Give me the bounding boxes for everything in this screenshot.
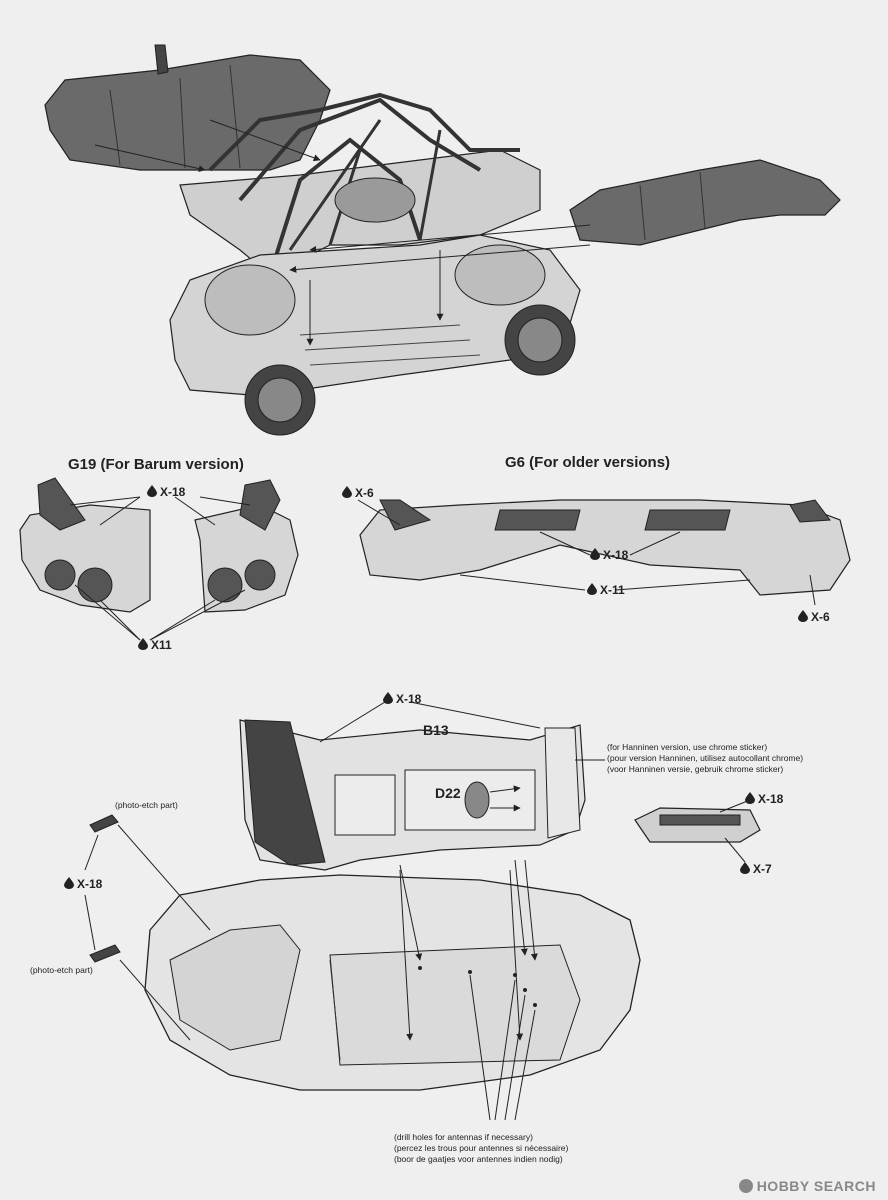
paint-drop-icon (342, 486, 352, 498)
note-line-fr: (percez les trous pour antennes si néces… (394, 1143, 569, 1153)
top-assembly-arrows (94, 119, 591, 346)
part-label-b13: B13 (423, 722, 449, 738)
photo-etch-parts (84, 814, 211, 1041)
g6-paint-code-left: X-6 (342, 486, 374, 500)
g6-tail-light-bar (359, 499, 851, 596)
paint-drop-icon (138, 638, 148, 650)
g19-paint-code-bottom: X11 (138, 638, 172, 652)
part-label-d22: D22 (435, 785, 461, 801)
antenna-note: (drill holes for antennas if necessary) … (394, 1132, 568, 1165)
mirror-paint-code-bottom: X-7 (740, 862, 772, 876)
paint-code: X-18 (396, 692, 422, 706)
watermark: HOBBY SEARCH (738, 1178, 876, 1194)
mirror-part (634, 799, 761, 863)
photo-etch-label-lower: (photo-etch part) (30, 965, 93, 975)
watermark-text: HOBBY SEARCH (756, 1178, 876, 1194)
roof-panel-b13 (239, 719, 586, 871)
paint-code: X-6 (811, 610, 830, 624)
photo-etch-label-upper: (photo-etch part) (115, 800, 178, 810)
hanninen-note: (for Hanninen version, use chrome sticke… (607, 742, 803, 775)
car-body-shell (144, 874, 641, 1091)
note-line-nl: (voor Hanninen versie, gebruik chrome st… (607, 764, 784, 774)
paint-code: X-18 (160, 485, 186, 499)
note-line-fr: (pour version Hanninen, utilisez autocol… (607, 753, 804, 763)
g6-callout-lines (357, 499, 816, 606)
paint-drop-icon (64, 877, 74, 889)
watermark-logo-icon (738, 1179, 753, 1193)
paint-drop-icon (745, 792, 755, 804)
g6-paint-code-lower: X-11 (587, 583, 625, 597)
paint-code: X-7 (753, 862, 772, 876)
photo-etch-paint-code: X-18 (64, 877, 102, 891)
paint-code: X-18 (77, 877, 103, 891)
paint-code: X-6 (355, 486, 374, 500)
g19-section-title: G19 (For Barum version) (68, 456, 244, 473)
g6-section-title: G6 (For older versions) (505, 454, 671, 471)
paint-code: X-11 (600, 583, 625, 597)
g6-paint-code-right: X-6 (798, 610, 830, 624)
paint-drop-icon (147, 485, 157, 497)
body-paint-code-top: X-18 (383, 692, 421, 706)
g19-paint-code-top: X-18 (147, 485, 185, 499)
g6-paint-code-center: X-18 (590, 548, 628, 562)
note-line-en: (for Hanninen version, use chrome sticke… (607, 742, 768, 752)
body-callout-lines (399, 859, 538, 1121)
roll-cage-chassis (179, 92, 541, 276)
mirror-paint-code-top: X-18 (745, 792, 783, 806)
note-line-nl: (boor de gaatjes voor antennes indien no… (394, 1154, 563, 1164)
rear-side-panel-right (569, 159, 841, 246)
paint-code: X-18 (758, 792, 784, 806)
g19-tail-light-right (194, 479, 299, 613)
floor-pan (169, 234, 581, 396)
paint-code: X11 (151, 638, 172, 652)
g19-tail-light-left (19, 477, 151, 613)
paint-drop-icon (587, 583, 597, 595)
paint-code: X-18 (603, 548, 629, 562)
paint-drop-icon (798, 610, 808, 622)
roof-callout-lines (319, 701, 605, 812)
paint-drop-icon (383, 692, 393, 704)
rear-wheel (504, 304, 576, 376)
g19-callout-lines (69, 496, 251, 641)
rear-side-panel-left (44, 44, 331, 171)
front-wheel (244, 364, 316, 436)
paint-drop-icon (740, 862, 750, 874)
paint-drop-icon (590, 548, 600, 560)
note-line-en: (drill holes for antennas if necessary) (394, 1132, 533, 1142)
